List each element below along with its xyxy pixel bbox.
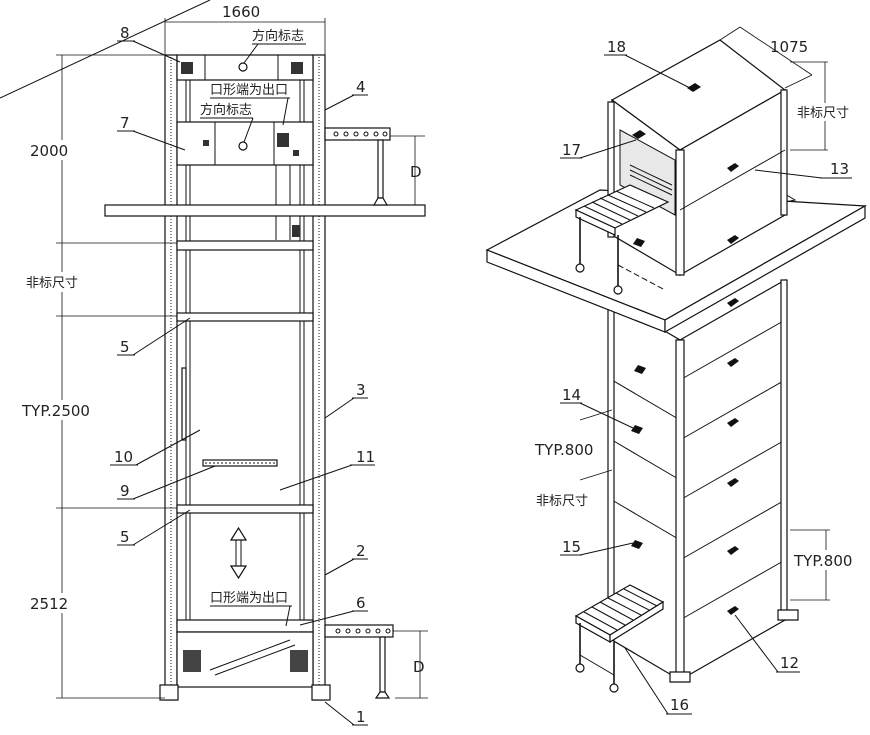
- note-outlet: 口形端为出口: [210, 591, 288, 606]
- callout-16: 16: [670, 696, 689, 714]
- crossbar: [176, 504, 314, 514]
- crossbar: [176, 312, 314, 322]
- motor-icon: [183, 650, 201, 672]
- motor-icon: [181, 62, 193, 74]
- up-down-arrow-icon: [229, 526, 248, 580]
- motor-icon: [291, 62, 303, 74]
- upper-conveyor: [574, 184, 670, 295]
- callout-5: 5: [120, 528, 130, 546]
- lower-conveyor: [574, 584, 665, 693]
- conveyor-height-label: D: [413, 658, 425, 676]
- direction-sign-icon: [238, 141, 248, 151]
- note-outlet: 口形端为出口: [210, 83, 288, 98]
- conveyor-leg: [377, 139, 384, 199]
- motor-icon: [290, 650, 308, 672]
- callout-5: 5: [120, 338, 130, 356]
- carrier-tray: [202, 459, 278, 467]
- tower-module-lines: [611, 319, 786, 621]
- dim-nonstandard: 非标尺寸: [26, 276, 78, 291]
- door-handle: [181, 367, 187, 441]
- motor-icon: [277, 133, 289, 147]
- callout-6: 6: [356, 594, 366, 612]
- dim-nonstandard: 非标尺寸: [536, 494, 588, 509]
- foot: [159, 684, 179, 701]
- callout-15: 15: [562, 538, 581, 556]
- foot: [311, 684, 331, 701]
- conveyor-leg: [379, 636, 386, 693]
- callout-17: 17: [562, 141, 581, 159]
- dim-2512: 2512: [30, 595, 68, 613]
- callout-12: 12: [780, 654, 799, 672]
- callout-2: 2: [356, 542, 366, 560]
- dim-typ-2500: TYP.2500: [21, 402, 90, 420]
- bottom-conveyor: [324, 624, 394, 638]
- dim-nonstandard: 非标尺寸: [797, 106, 849, 121]
- dim-2000: 2000: [30, 142, 68, 160]
- callout-9: 9: [120, 482, 130, 500]
- front-view: 1660: [0, 0, 428, 726]
- callout-3: 3: [356, 381, 366, 399]
- dim-typ-800: TYP.800: [534, 441, 593, 459]
- isometric-view: 1075 非标尺寸 TYP.800 非标尺寸 TYP.800 18 17 13 …: [485, 26, 868, 715]
- callouts-front: 8 7 4 5 3 10 11 9 5 2 6 1: [110, 24, 375, 726]
- callout-18: 18: [607, 38, 626, 56]
- note-direction-sign: 方向标志: [252, 28, 304, 44]
- conveyor-height-label: D: [410, 163, 422, 181]
- note-direction-sign: 方向标志: [200, 102, 252, 118]
- callout-8: 8: [120, 24, 130, 42]
- callout-14: 14: [562, 386, 581, 404]
- depth-dim-label: 1075: [770, 38, 808, 56]
- width-dim-label: 1660: [222, 3, 260, 21]
- callout-11: 11: [356, 448, 375, 466]
- callout-13: 13: [830, 160, 849, 178]
- callout-7: 7: [120, 114, 130, 132]
- crossbar: [176, 240, 314, 251]
- callout-4: 4: [356, 78, 366, 96]
- bottom-conveyor-unit: [176, 619, 314, 633]
- callout-1: 1: [356, 708, 366, 726]
- callout-10: 10: [114, 448, 133, 466]
- direction-sign-icon: [238, 62, 248, 72]
- floor-slab: [104, 204, 426, 217]
- dim-typ-800: TYP.800: [793, 552, 852, 570]
- callouts-iso: 18 17 13 14 15 12 16: [560, 38, 852, 715]
